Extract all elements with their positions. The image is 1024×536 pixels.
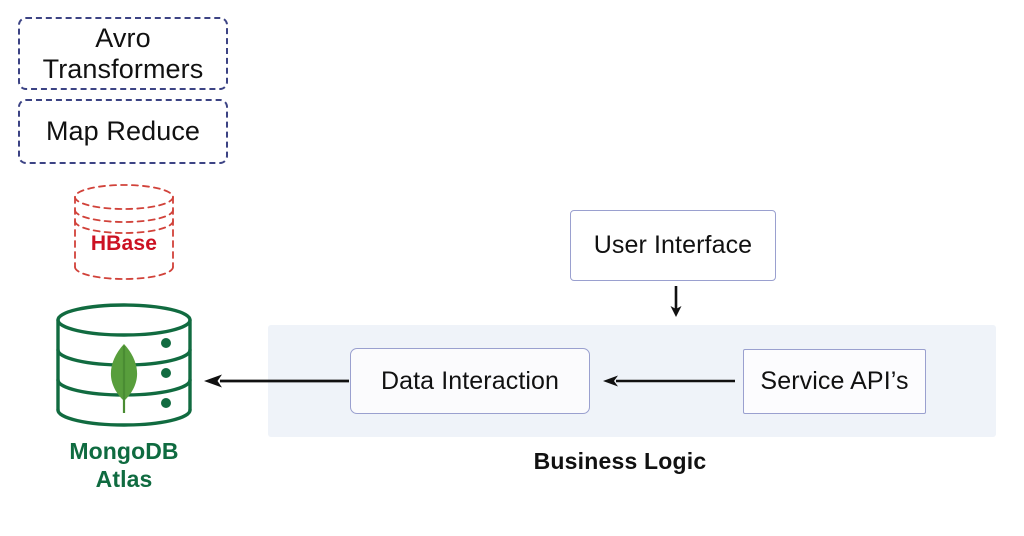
mongodb-status-dots <box>161 338 171 408</box>
avro-transformers-box: Avro Transformers <box>18 17 228 90</box>
data-interaction-label: Data Interaction <box>380 366 560 395</box>
arrow-data-interaction-to-mongodb-icon <box>204 374 349 388</box>
service-api-box[interactable]: Service API’s <box>743 349 926 414</box>
mongodb-cylinder-shape <box>56 303 192 427</box>
avro-transformers-label: Avro Transformers <box>43 23 204 83</box>
mongodb-leaf-icon <box>110 344 138 413</box>
data-interaction-box[interactable]: Data Interaction <box>350 348 590 414</box>
mongodb-atlas-database-icon <box>50 300 198 432</box>
avro-transformers-line2: Transformers <box>42 53 204 84</box>
hbase-database-icon: HBase <box>68 183 180 283</box>
avro-transformers-line1: Avro <box>95 23 151 54</box>
user-interface-label: User Interface <box>593 231 753 259</box>
arrow-service-api-to-data-interaction-icon <box>603 375 735 387</box>
arrow-ui-to-business-logic-icon <box>670 286 682 317</box>
map-reduce-box: Map Reduce <box>18 99 228 164</box>
hbase-label: HBase <box>90 232 158 255</box>
map-reduce-label: Map Reduce <box>45 116 201 147</box>
hbase-cylinder-shape <box>74 184 174 280</box>
service-api-label: Service API’s <box>760 367 909 395</box>
mongodb-label-line2: Atlas <box>95 466 153 493</box>
user-interface-box[interactable]: User Interface <box>570 210 776 281</box>
mongodb-label-line1: MongoDB <box>69 438 179 464</box>
business-logic-label: Business Logic <box>533 448 707 474</box>
mongodb-atlas-label: MongoDB Atlas <box>28 437 220 493</box>
